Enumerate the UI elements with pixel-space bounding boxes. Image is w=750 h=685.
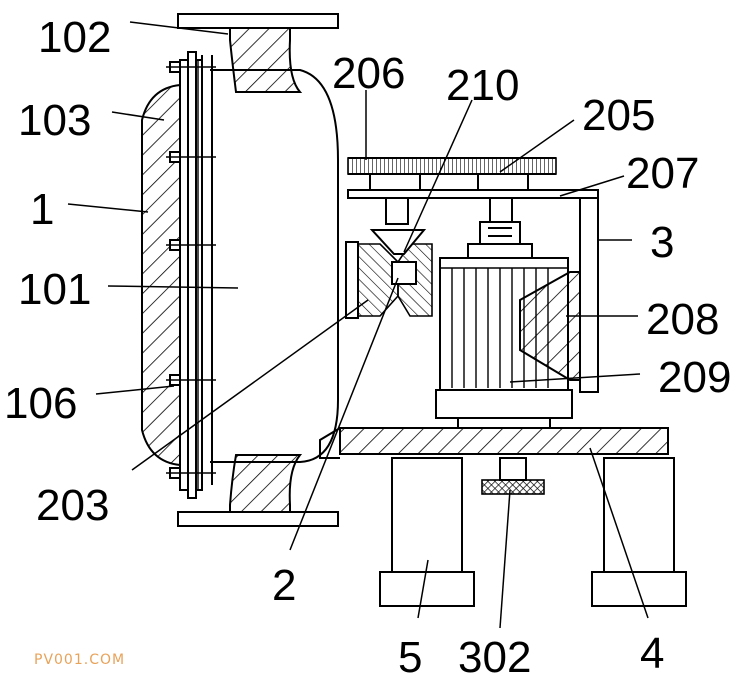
- label-203: 203: [36, 481, 109, 530]
- label-101: 101: [18, 265, 91, 314]
- vessel-body: [201, 55, 339, 485]
- label-1: 1: [30, 185, 54, 234]
- bolts: [166, 61, 216, 479]
- bottom-pipe: [177, 454, 339, 527]
- label-2: 2: [272, 561, 296, 610]
- label-102: 102: [38, 13, 111, 62]
- bevel-gears: [345, 229, 433, 319]
- label-5: 5: [398, 633, 422, 682]
- leveling-screw: [481, 457, 545, 495]
- support-legs: [379, 457, 687, 607]
- label-302: 302: [458, 633, 531, 682]
- vessel-cover: [141, 83, 181, 467]
- label-205: 205: [582, 91, 655, 140]
- label-207: 207: [626, 149, 699, 198]
- base-plate: [319, 427, 669, 459]
- leader-lines: [67, 21, 649, 629]
- wedge-block: [519, 271, 581, 381]
- watermark: PV001.COM: [34, 652, 125, 668]
- label-206: 206: [332, 49, 405, 98]
- top-pipe: [177, 13, 339, 93]
- flange-plates: [179, 51, 203, 499]
- label-103: 103: [18, 96, 91, 145]
- gear-train: [347, 157, 557, 225]
- label-4: 4: [640, 629, 664, 678]
- motor-shaft: [467, 221, 533, 259]
- label-209: 209: [658, 353, 731, 402]
- label-210: 210: [446, 61, 519, 110]
- label-3: 3: [650, 218, 674, 267]
- label-106: 106: [4, 379, 77, 428]
- label-208: 208: [646, 295, 719, 344]
